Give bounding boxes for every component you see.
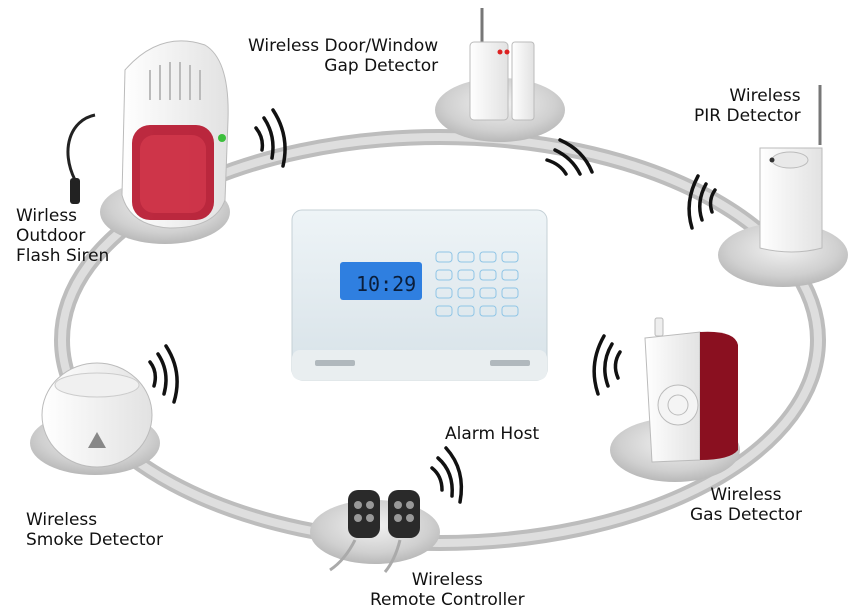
pir-device <box>759 85 823 253</box>
wireless-signal-icon <box>148 108 717 504</box>
alarm-host-device: 10:29 <box>291 209 548 381</box>
lcd-screen <box>340 262 422 300</box>
siren-device <box>66 40 229 229</box>
label-gas: Wireless Gas Detector <box>690 485 802 525</box>
label-remote: Wireless Remote Controller <box>370 570 525 610</box>
remote-device <box>329 490 420 573</box>
label-siren: Wirless Outdoor Flash Siren <box>16 206 110 266</box>
gas-device <box>644 317 738 463</box>
label-smoke: Wireless Smoke Detector <box>26 510 163 550</box>
door-window-device <box>469 8 535 121</box>
label-pir: Wireless PIR Detector <box>694 86 801 126</box>
connection-ring <box>54 129 826 551</box>
smoke-device <box>41 362 153 468</box>
keypad-icon <box>435 251 519 317</box>
label-alarm-host: Alarm Host <box>445 424 540 444</box>
label-door-window: Wireless Door/Window Gap Detector <box>248 36 439 76</box>
lcd-clock: 10:29 <box>356 272 416 296</box>
